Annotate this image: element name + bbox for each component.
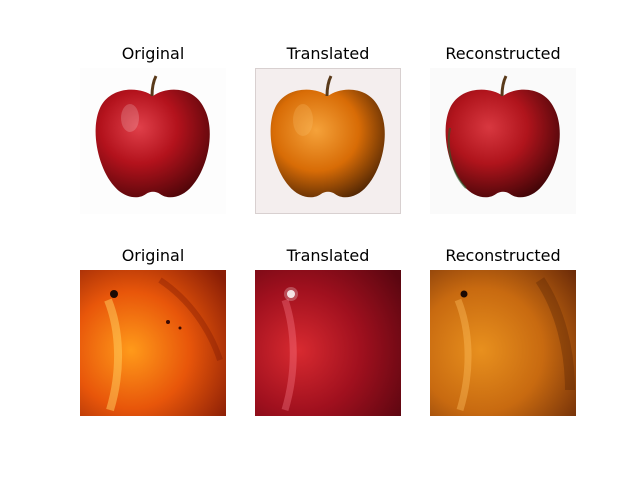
reconstructed-apple-drawing	[430, 68, 576, 214]
panel-title-translated-bottom: Translated	[286, 246, 370, 265]
panel-title-reconstructed-bottom: Reconstructed	[445, 246, 561, 265]
reconstructed-apple-image	[430, 68, 576, 214]
reconstructed-texture-drawing	[430, 270, 576, 416]
original-texture-image	[80, 270, 226, 416]
panel-title-original-bottom: Original	[121, 246, 185, 265]
reconstructed-texture-image	[430, 270, 576, 416]
translated-apple-drawing	[255, 68, 401, 214]
translated-texture-drawing	[255, 270, 401, 416]
original-apple-image	[80, 68, 226, 214]
translated-texture-image	[255, 270, 401, 416]
original-texture-drawing	[80, 270, 226, 416]
translated-apple-image	[255, 68, 401, 214]
panel-title-original-top: Original	[121, 44, 185, 63]
panel-title-reconstructed-top: Reconstructed	[445, 44, 561, 63]
panel-title-translated-top: Translated	[286, 44, 370, 63]
original-apple-drawing	[80, 68, 226, 214]
